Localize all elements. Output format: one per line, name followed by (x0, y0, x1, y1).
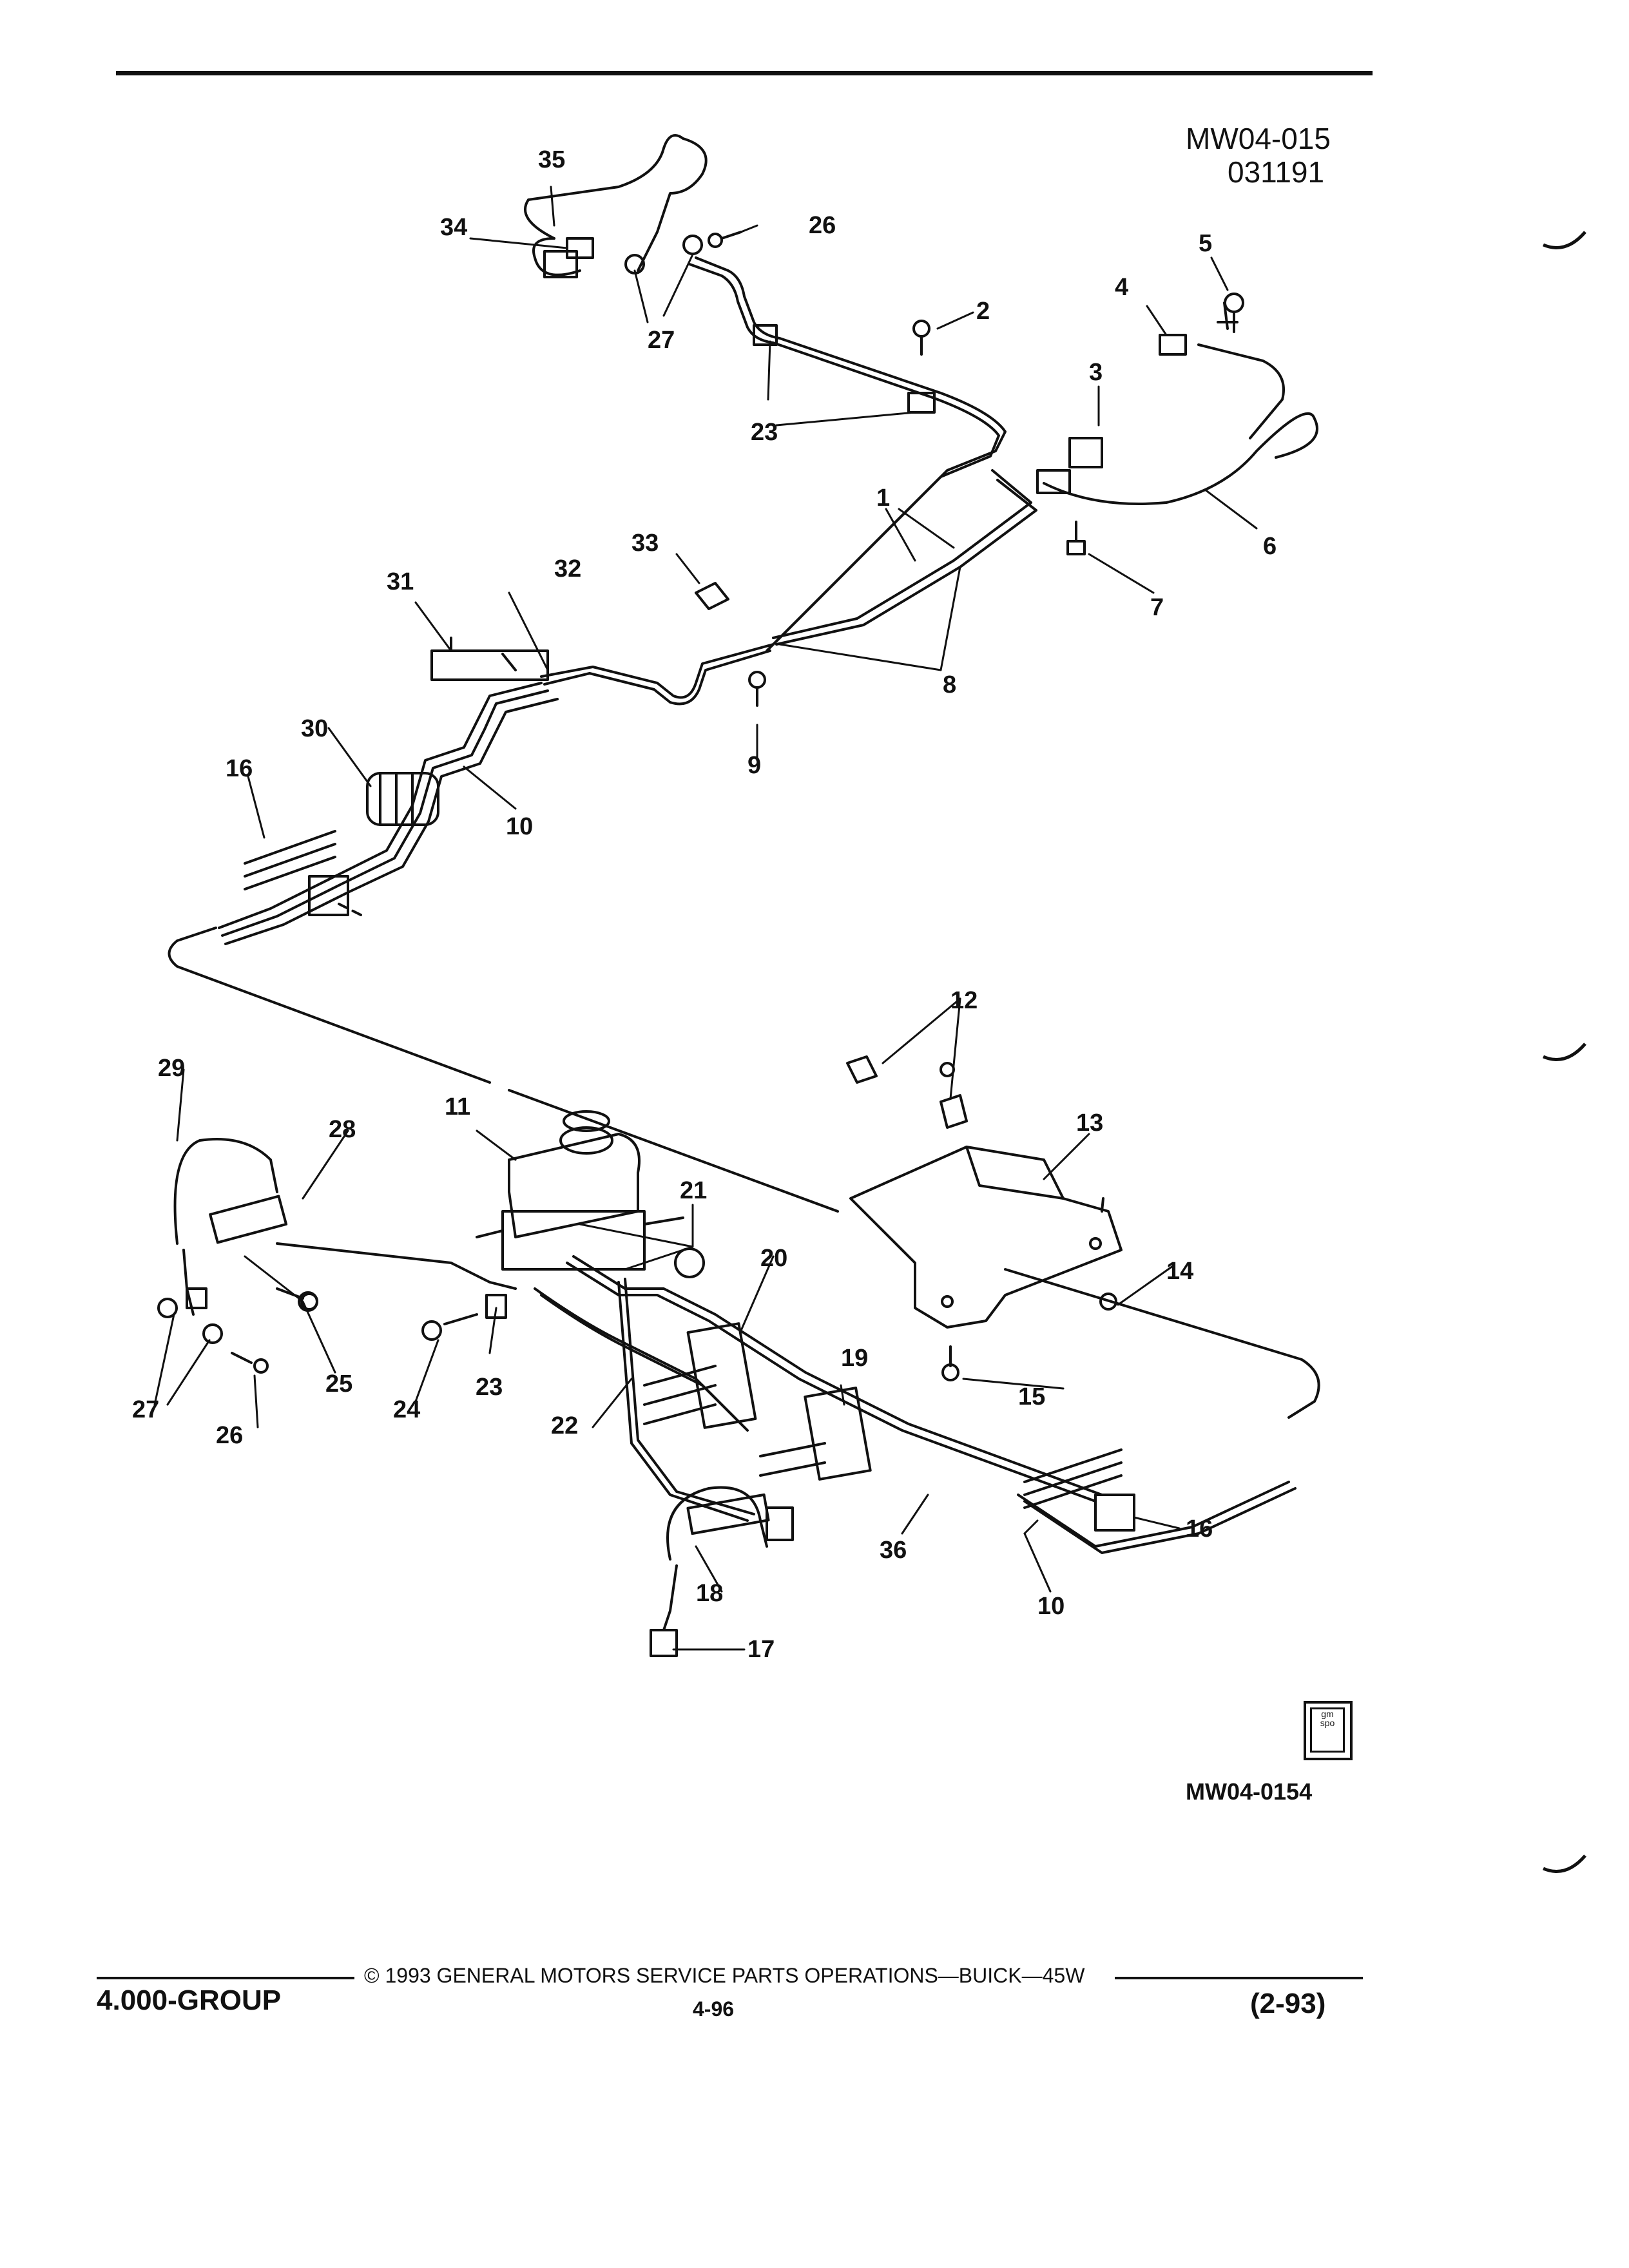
distribution-block-20 (643, 1322, 757, 1429)
top-rule (116, 71, 1373, 75)
gm-spo-logo: gm spo (1304, 1701, 1353, 1760)
binding-marks (1543, 231, 1586, 1873)
clip-31 (430, 637, 549, 681)
callout-10-lower: 10 (1037, 1593, 1065, 1620)
footer-rule-right (1115, 1977, 1363, 1979)
callout-16-lower: 16 (1186, 1515, 1213, 1542)
footer-page-number: 4-96 (693, 1997, 735, 2021)
callout-8: 8 (943, 671, 956, 698)
callout-26-rear: 26 (809, 212, 836, 239)
callout-29: 29 (158, 1055, 185, 1082)
callout-16-upper: 16 (226, 755, 253, 782)
callout-20: 20 (760, 1245, 787, 1272)
illustration-code: MW04-015 (1186, 122, 1331, 155)
callout-32: 32 (554, 555, 581, 582)
date-code: 031191 (1228, 155, 1325, 189)
hose-6 (1036, 302, 1318, 555)
callout-9: 9 (747, 752, 761, 779)
figure-reference: MW04-0154 (1186, 1778, 1313, 1805)
callout-22: 22 (551, 1412, 578, 1439)
callout-30: 30 (301, 715, 328, 742)
callout-2: 2 (976, 298, 990, 325)
footer-group: 4.000-GROUP (97, 1984, 282, 2016)
callout-28: 28 (329, 1116, 356, 1143)
fasteners (298, 293, 1244, 1381)
callout-25: 25 (325, 1370, 352, 1398)
callout-23-front: 23 (476, 1374, 503, 1401)
callout-18: 18 (696, 1580, 723, 1607)
rear-brake-pipes (218, 256, 1037, 945)
callout-35: 35 (538, 146, 565, 173)
footer-revision: (2-93) (1250, 1988, 1326, 2019)
clip-30 (366, 772, 439, 826)
clip-12 (846, 1055, 968, 1129)
master-cylinder (476, 1110, 705, 1278)
footer-copyright: © 1993 GENERAL MOTORS SERVICE PARTS OPER… (364, 1964, 1085, 1987)
callout-6: 6 (1263, 533, 1277, 560)
clip-16-lower (1023, 1448, 1135, 1532)
callout-14: 14 (1166, 1258, 1193, 1285)
callout-3: 3 (1089, 359, 1103, 386)
callout-17: 17 (747, 1636, 775, 1663)
front-brake-pipes (276, 1242, 1296, 1554)
callout-27-front: 27 (132, 1396, 159, 1423)
footer-rule-left (97, 1977, 354, 1979)
callout-7: 7 (1150, 594, 1164, 621)
clip-33 (695, 582, 729, 610)
clip-16-upper (244, 830, 349, 916)
callout-34: 34 (440, 214, 467, 241)
callout-1: 1 (876, 485, 890, 512)
callout-11: 11 (445, 1093, 470, 1120)
callout-15: 15 (1018, 1383, 1045, 1410)
callout-36: 36 (880, 1537, 907, 1564)
callout-27-rear: 27 (648, 327, 675, 354)
callout-19: 19 (841, 1345, 868, 1372)
callout-13: 13 (1076, 1110, 1103, 1137)
long-pipe-loop (168, 901, 1320, 1419)
front-left-hose (157, 1138, 318, 1374)
callout-24: 24 (393, 1396, 420, 1423)
callout-21: 21 (680, 1177, 707, 1204)
bracket-13 (849, 1146, 1123, 1329)
callout-23-rear: 23 (751, 419, 778, 446)
callout-26-front: 26 (216, 1422, 243, 1449)
leader-lines (153, 186, 1258, 1651)
distribution-block-19 (759, 1387, 872, 1481)
callout-12: 12 (950, 987, 978, 1014)
callout-31: 31 (387, 568, 414, 595)
callout-10-upper: 10 (506, 813, 533, 840)
front-right-hose (650, 1486, 794, 1657)
callout-labels: 35 34 26 27 2 23 3 4 5 6 7 1 8 9 33 32 3… (132, 146, 1277, 1663)
callout-33: 33 (631, 530, 659, 557)
callout-5: 5 (1199, 230, 1212, 257)
callout-4: 4 (1115, 274, 1128, 301)
logo-text: gm spo (1310, 1707, 1345, 1753)
